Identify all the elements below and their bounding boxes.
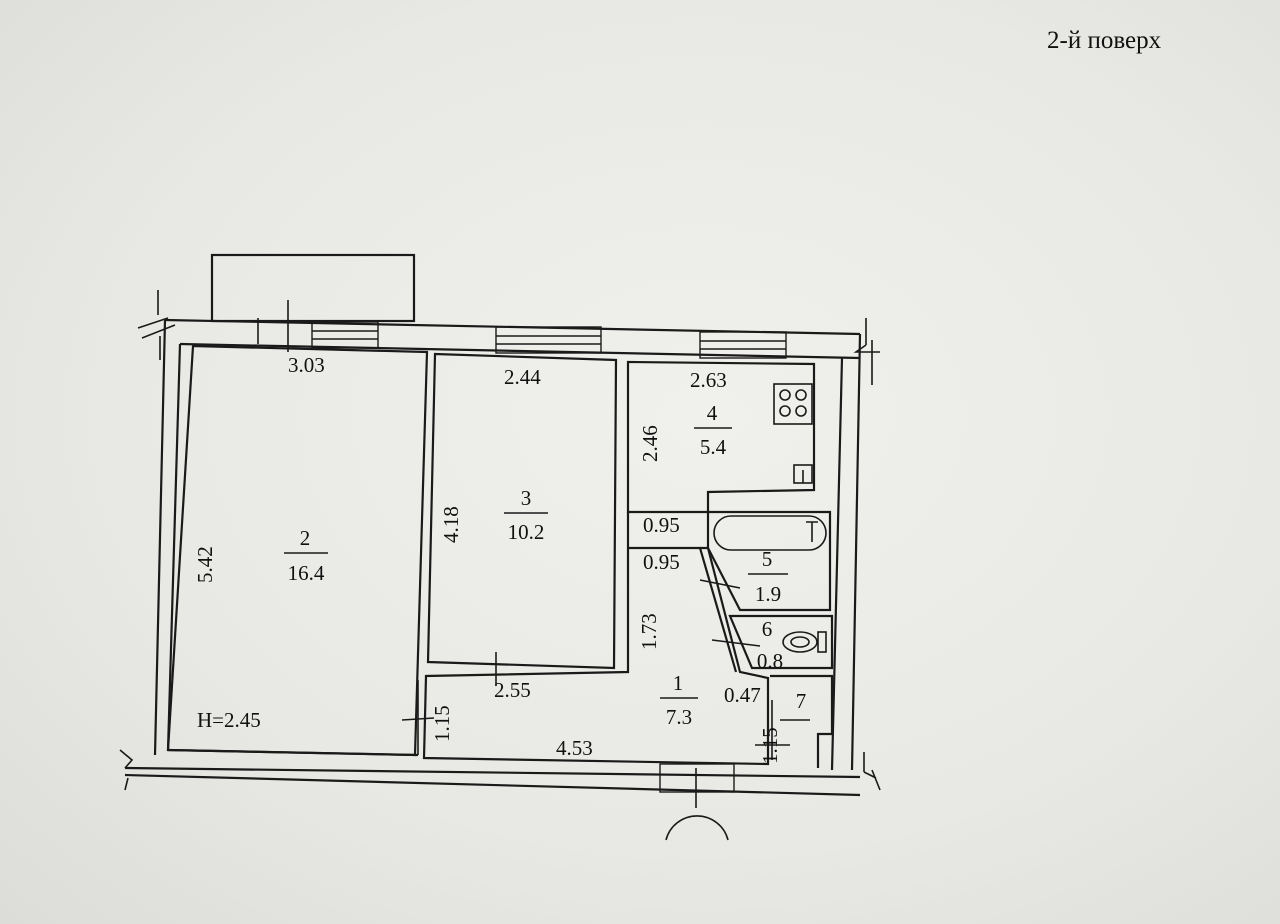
sink-icon [793,464,813,484]
dim-room4-length: 2.46 [638,425,662,462]
ceiling-height: H=2.45 [197,708,261,732]
room-1-number: 1 [673,671,684,695]
room-3-number: 3 [521,486,532,510]
balcony [210,253,416,323]
room-6-area: 0.8 [757,649,783,673]
bathtub-icon [713,515,827,551]
outer-wall-bottom [119,748,861,797]
room-4-area: 5.4 [700,435,727,459]
dim-closet-width: 0.47 [724,683,761,707]
toilet-icon [782,631,827,653]
dim-room4-width: 2.63 [690,368,727,392]
window-kitchen [699,331,787,359]
dim-room3-length: 4.18 [439,506,463,543]
hall-partition [628,546,738,673]
entrance-door [659,763,735,841]
window-room2 [311,321,379,349]
dim-bath-top: 0.95 [643,513,680,537]
dim-room2-width: 3.03 [288,353,325,377]
room-2-area: 16.4 [288,561,325,585]
room-4-number: 4 [707,401,718,425]
stove-icon [773,383,813,425]
dim-hall-small: 1.15 [430,705,454,742]
room-1-area: 7.3 [666,705,692,729]
room-2-walls [166,344,429,757]
dim-room3-bottom: 2.55 [494,678,531,702]
room-2-number: 2 [300,526,311,550]
hall-dim-tick [401,680,435,755]
room-5-area: 1.9 [755,582,781,606]
dim-hall-bottom: 4.53 [556,736,593,760]
room-5-walls [706,510,832,612]
room-7-walls [770,674,834,768]
room-3-area: 10.2 [508,520,545,544]
room-1-walls [422,512,770,766]
dim-room3-width: 2.44 [504,365,541,389]
room-5-number: 5 [762,547,773,571]
closet-dim-tick [755,700,810,760]
outer-wall-left [153,319,182,756]
room-7-number: 7 [796,689,807,713]
outer-wall-right [830,318,881,791]
room2-dim-tick [257,300,289,352]
dim-bath-bottom: 0.95 [643,550,680,574]
dim-hall-side: 1.73 [637,613,661,650]
dim-closet-length: 1.15 [758,727,782,764]
dim-room2-length: 5.42 [193,546,217,583]
room-3-walls [426,352,618,670]
room-6-number: 6 [762,617,773,641]
floor-label: 2-й поверх [1047,27,1162,54]
window-room3 [495,326,602,354]
room-6-walls [728,614,834,670]
wall-hatch [699,579,761,647]
